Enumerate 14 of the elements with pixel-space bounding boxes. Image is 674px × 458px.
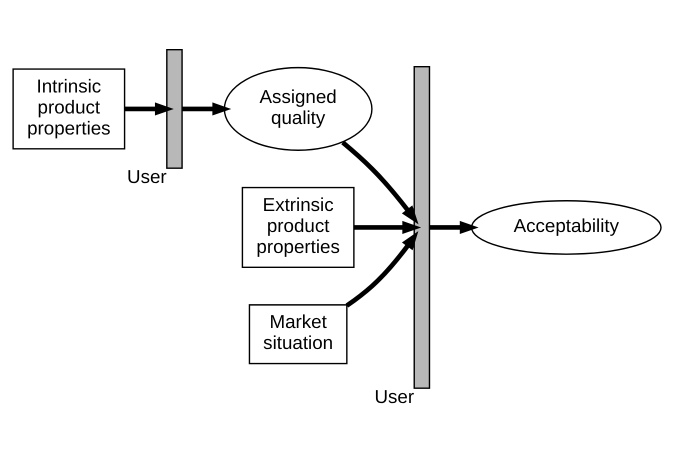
arrow <box>354 220 422 234</box>
arrow <box>346 230 418 308</box>
node-ellipse: Acceptability <box>470 200 662 254</box>
node-bar <box>166 48 183 168</box>
node-box: Intrinsic product properties <box>12 68 126 150</box>
node-ellipse: Assigned quality <box>224 66 373 150</box>
node-box: Extrinsic product properties <box>242 186 355 268</box>
arrow <box>182 102 232 116</box>
node-label: User <box>127 166 167 187</box>
node-box: Market situation <box>248 304 348 364</box>
node-label: User <box>374 386 414 407</box>
node-bar <box>414 66 430 388</box>
arrow <box>124 102 174 116</box>
arrow <box>341 140 419 224</box>
